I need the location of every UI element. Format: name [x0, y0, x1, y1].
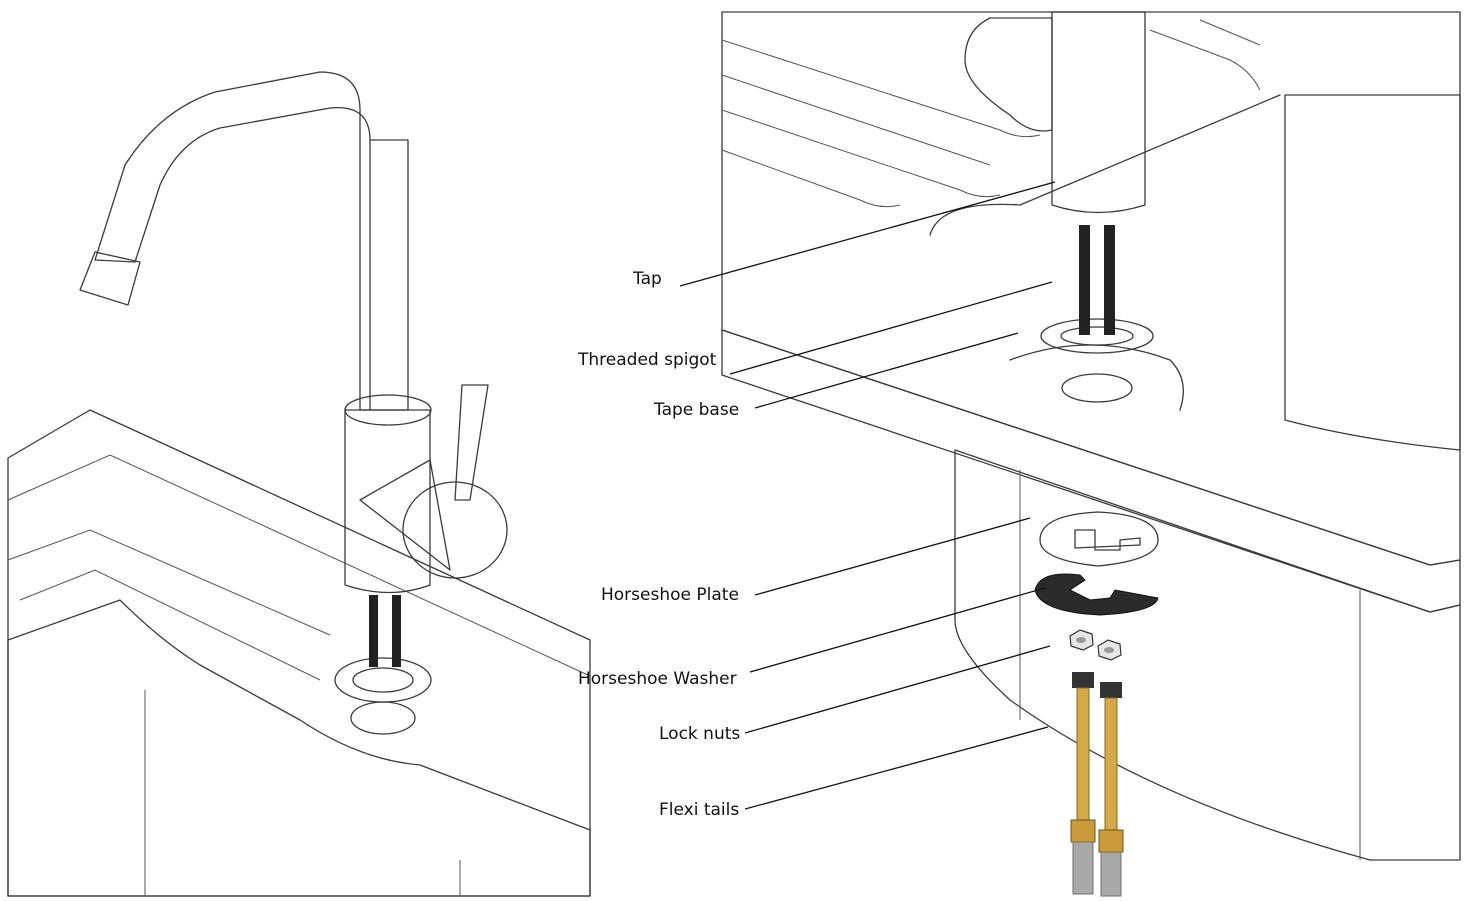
right-drainer-groove — [721, 149, 901, 208]
leader-line-flexi-tails — [744, 726, 1049, 810]
left-sink-bowl — [7, 599, 591, 897]
left-assembled-view — [7, 71, 591, 897]
right-deck-front — [721, 329, 1461, 613]
right-drainer-groove — [1149, 29, 1261, 91]
part-labels: Tap Threaded spigot Tape base Horseshoe … — [577, 269, 740, 820]
left-tap-collar — [344, 394, 432, 426]
leader-line-horseshoe-washer — [749, 587, 1046, 673]
left-sink-deck — [7, 409, 591, 897]
left-tap-lever — [454, 384, 489, 501]
left-tap-handle — [402, 481, 508, 579]
label-threaded-spigot: Threaded spigot — [577, 350, 717, 370]
leader-line-tap — [679, 181, 1056, 287]
right-horseshoe-plate — [1039, 511, 1159, 567]
right-lock-nut — [1069, 629, 1094, 651]
right-flexi-tail — [1098, 682, 1124, 897]
left-threaded-spigot — [369, 595, 378, 667]
right-threaded-spigot — [1079, 225, 1090, 335]
right-drainer-groove — [721, 109, 1001, 198]
right-tap-handle — [964, 17, 1053, 132]
label-horseshoe-plate: Horseshoe Plate — [601, 585, 739, 605]
left-tap-handle-cone — [359, 459, 451, 571]
right-drainer-groove — [721, 74, 991, 166]
right-tape-base-hole — [1060, 326, 1134, 346]
left-tap-body — [344, 409, 431, 594]
label-tap: Tap — [632, 269, 662, 289]
leader-lines — [679, 181, 1056, 810]
leader-line-tape-base — [754, 332, 1019, 409]
left-drainer-ridge — [19, 569, 321, 681]
right-tape-base-ring — [1040, 318, 1154, 354]
left-tap-hole — [350, 701, 416, 735]
right-hole-recess — [1009, 344, 1184, 411]
left-threaded-spigot — [392, 595, 401, 667]
leader-line-lock-nuts — [744, 645, 1051, 734]
label-horseshoe-washer: Horseshoe Washer — [578, 669, 737, 689]
right-drainer-groove — [721, 39, 1041, 138]
right-bowl-lip — [929, 94, 1281, 236]
right-exploded-view — [721, 11, 1461, 897]
leader-line-threaded-spigot — [729, 281, 1053, 375]
left-tape-base-ring — [334, 657, 432, 703]
label-lock-nuts: Lock nuts — [659, 724, 740, 744]
leader-line-horseshoe-plate — [754, 517, 1031, 596]
left-drainer-ridge — [7, 454, 591, 677]
right-lock-nut — [1097, 639, 1122, 661]
right-tap-body — [1051, 11, 1146, 214]
right-horseshoe-washer — [1034, 573, 1159, 616]
left-drainer-ridge — [7, 529, 331, 636]
right-drainer-groove — [1199, 19, 1261, 46]
right-threaded-spigot — [1104, 225, 1115, 335]
left-tape-base-hole — [352, 667, 414, 693]
right-flexi-tail — [1070, 672, 1096, 895]
left-tap-spout — [94, 71, 409, 411]
label-tape-base: Tape base — [653, 400, 739, 420]
right-tap-hole — [1061, 373, 1133, 403]
label-flexi-tails: Flexi tails — [659, 800, 739, 820]
left-tap-spout-tip — [79, 251, 141, 306]
right-undersink-body — [954, 449, 1461, 861]
right-sink-bowl — [1284, 94, 1461, 451]
